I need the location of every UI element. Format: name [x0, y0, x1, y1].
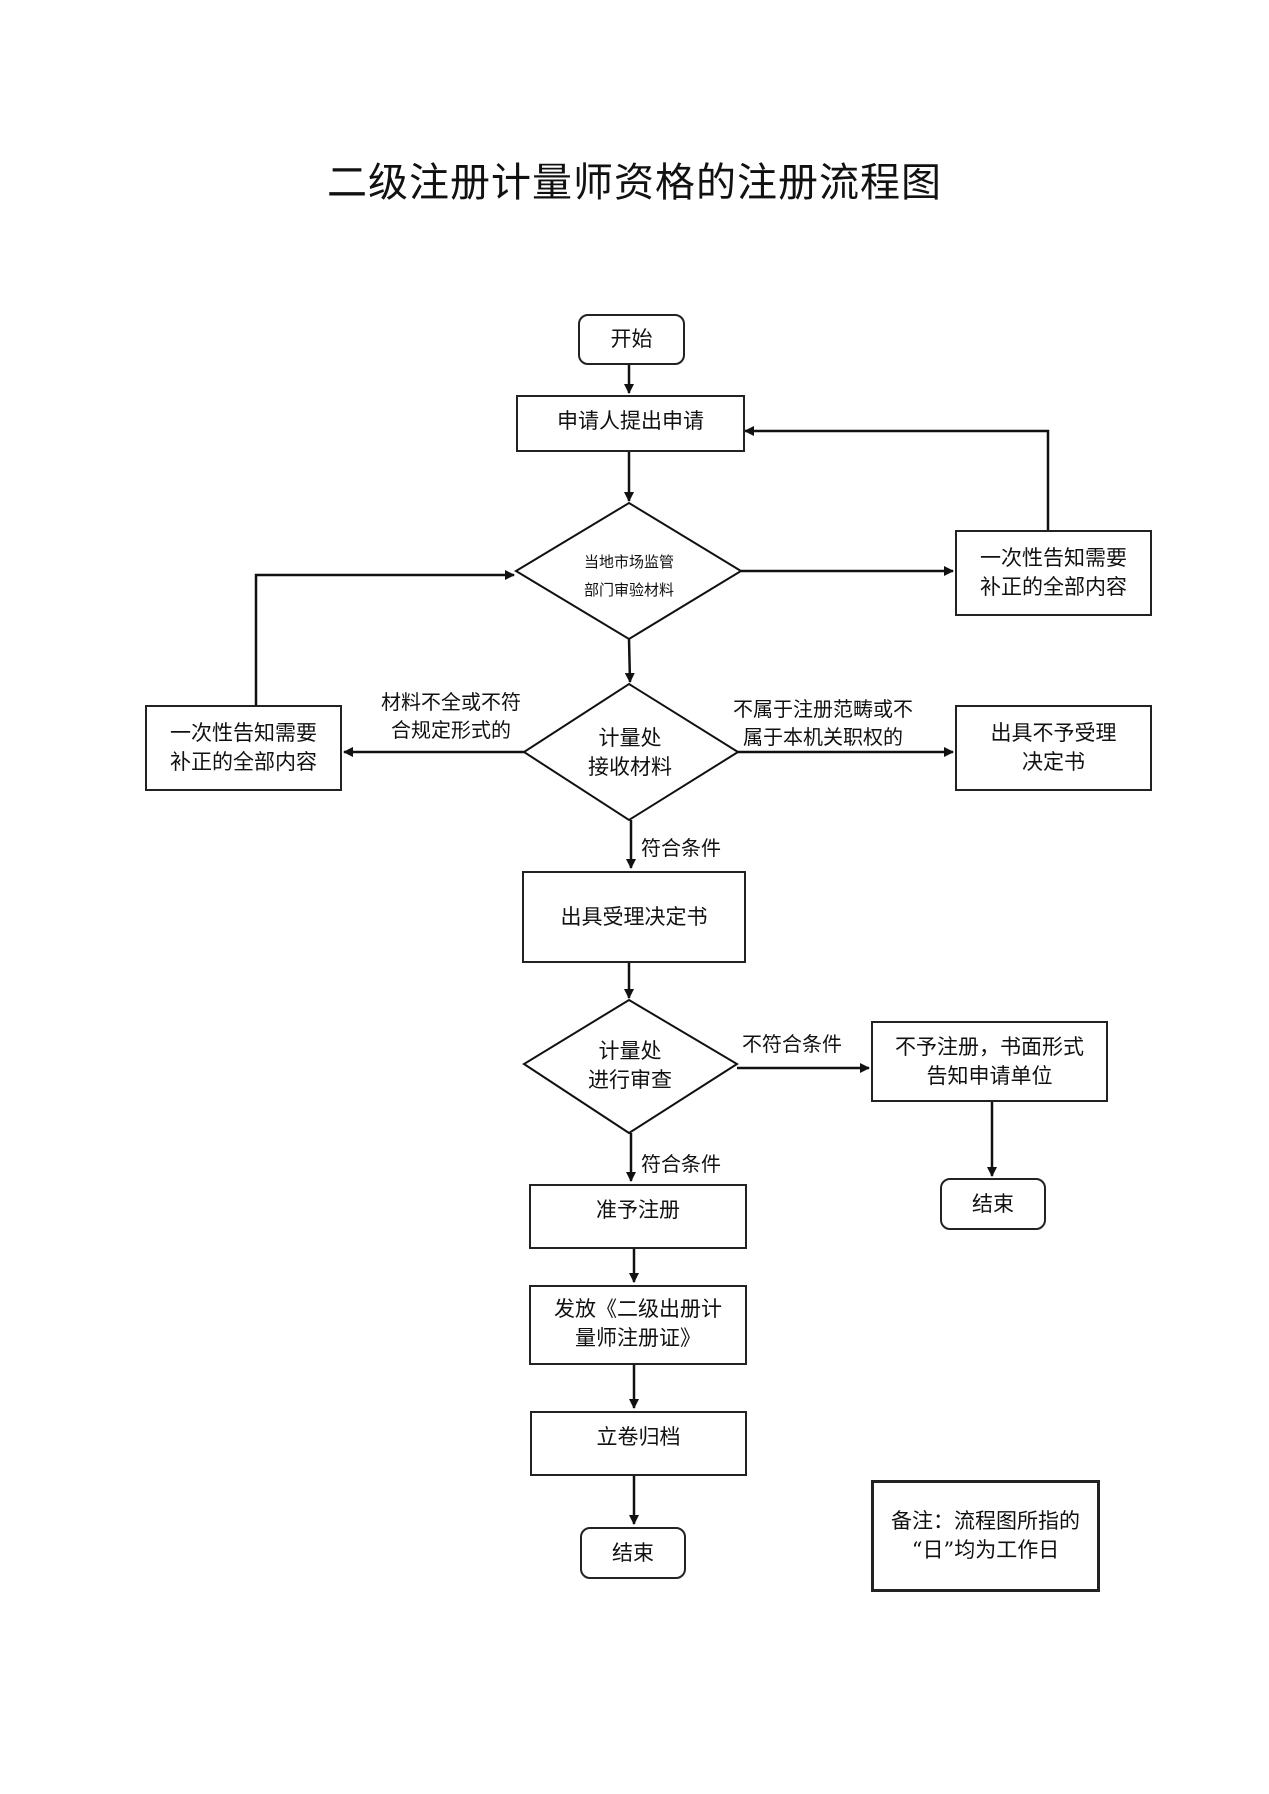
edge-label-incomplete: 材料不全或不符 合规定形式的: [381, 690, 521, 742]
note-box: 备注：流程图所指的 “日”均为工作日: [871, 1480, 1100, 1592]
edge-review-receive: [624, 638, 635, 683]
apply-label: 申请人提出申请: [557, 409, 704, 433]
edge-notify-right-apply: [744, 426, 1050, 530]
reject-register-node: 不予注册，书面形式 告知申请单位: [871, 1021, 1108, 1102]
edge-notify-left-review: [254, 570, 515, 705]
approve-node: 准予注册: [529, 1184, 747, 1249]
receive-label: 计量处 接收材料: [588, 726, 672, 779]
edge-label-out-of-scope: 不属于注册范畴或不 属于本机关职权的: [733, 697, 913, 749]
edge-label-unqualified: 不符合条件: [742, 1032, 842, 1056]
edge-label-qualified-1: 符合条件: [641, 836, 721, 860]
edge-label-qualified-2: 符合条件: [641, 1152, 721, 1176]
issue-cert-node: 发放《二级出册计 量师注册证》: [529, 1285, 747, 1365]
notify-left-node: 一次性告知需要 补正的全部内容: [145, 705, 342, 791]
archive-node: 立卷归档: [530, 1411, 747, 1476]
review-local-label: 当地市场监管 部门审验材料: [583, 553, 674, 599]
diamond-receive: [522, 682, 740, 822]
reject-accept-node: 出具不予受理 决定书: [955, 705, 1152, 791]
end-right-node: 结束: [940, 1178, 1046, 1230]
notify-right-node: 一次性告知需要 补正的全部内容: [955, 530, 1152, 616]
start-node: 开始: [578, 314, 685, 365]
diamond-examine: [522, 998, 739, 1135]
page-title: 二级注册计量师资格的注册流程图: [327, 160, 942, 206]
start-label: 开始: [610, 327, 653, 351]
accept-decision-node: 出具受理决定书: [522, 871, 746, 963]
apply-node: 申请人提出申请: [516, 395, 745, 452]
end-main-node: 结束: [580, 1527, 686, 1579]
examine-label: 计量处 进行审查: [588, 1039, 672, 1092]
